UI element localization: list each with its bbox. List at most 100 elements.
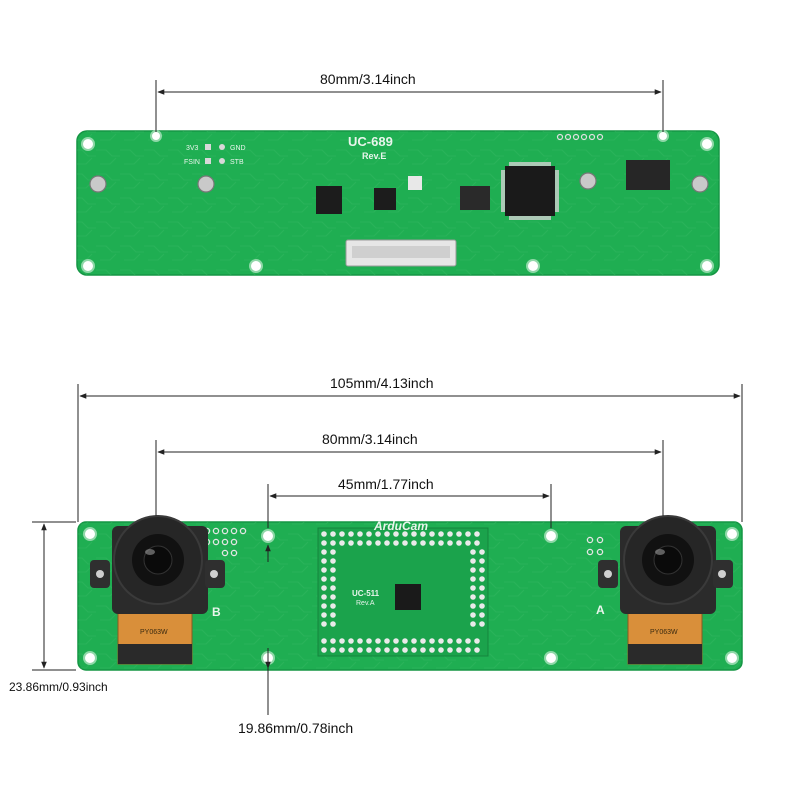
bga-pad [402, 638, 408, 644]
bga-pad [348, 540, 354, 546]
bga-pad [411, 647, 417, 653]
top-small-chips [316, 160, 670, 214]
bga-pad [447, 638, 453, 644]
pin-label-gnd: GND [230, 145, 246, 152]
center-module: UC-511 Rev.A [317, 527, 489, 657]
bga-pad [465, 531, 471, 537]
bga-pad [375, 638, 381, 644]
overall-width-label: 105mm/4.13inch [330, 375, 434, 391]
bga-pad [402, 540, 408, 546]
bga-pad [479, 603, 485, 609]
bga-pad [456, 638, 462, 644]
bga-pad [339, 647, 345, 653]
center-revision-label: Rev.A [356, 600, 375, 607]
bga-pad [474, 638, 480, 644]
bga-pad [447, 540, 453, 546]
bga-pad [474, 647, 480, 653]
bga-pad [321, 567, 327, 573]
bga-pad [420, 638, 426, 644]
bga-pad [429, 540, 435, 546]
bga-pad [339, 638, 345, 644]
bga-pad [429, 531, 435, 537]
lens-spacing-dimension [155, 440, 664, 516]
bga-pad [384, 531, 390, 537]
sensor-label-a: PY063W [650, 629, 678, 636]
bga-pad [470, 621, 476, 627]
bga-pad [357, 531, 363, 537]
bga-pad [420, 647, 426, 653]
camera-a-label: A [596, 603, 605, 617]
bga-pad [438, 531, 444, 537]
top-pcb: UC-689 Rev.E 3V3 GND FSIN STB [76, 130, 720, 276]
board-height-dimension [32, 521, 76, 671]
bga-pad [465, 638, 471, 644]
center-model-label: UC-511 [352, 589, 380, 598]
overall-width-dimension [77, 384, 743, 522]
bga-pad [321, 621, 327, 627]
bga-pad [470, 576, 476, 582]
bga-pad [384, 647, 390, 653]
camera-module-b: PY063W [90, 515, 225, 665]
bga-pad [479, 558, 485, 564]
bga-pad [321, 585, 327, 591]
bga-pad [330, 531, 336, 537]
bga-pad [348, 531, 354, 537]
pin-label-fsin: FSIN [184, 159, 200, 166]
bga-pad [438, 647, 444, 653]
bga-pad [321, 612, 327, 618]
bga-pad [321, 638, 327, 644]
bga-pad [411, 540, 417, 546]
bga-pad [330, 594, 336, 600]
bga-pad [366, 531, 372, 537]
top-main-chip [501, 162, 559, 220]
pin-label-stb: STB [230, 159, 244, 166]
top-mounting-holes [81, 130, 714, 273]
bga-pad [479, 585, 485, 591]
bottom-mounting-holes [83, 527, 739, 665]
top-revision-label: Rev.E [362, 151, 386, 161]
bga-pad [479, 594, 485, 600]
bga-pad [366, 638, 372, 644]
bga-pad [339, 540, 345, 546]
bga-pad [470, 585, 476, 591]
bga-pad [447, 531, 453, 537]
hole-offset-label: 19.86mm/0.78inch [238, 720, 354, 736]
bga-pad [470, 594, 476, 600]
bga-pad [420, 540, 426, 546]
bottom-pcb: UC-511 Rev.A ArduCam B A [77, 519, 743, 671]
bga-pad [357, 647, 363, 653]
bga-pad [465, 647, 471, 653]
center-holes-label: 45mm/1.77inch [338, 476, 434, 492]
bga-pad [321, 594, 327, 600]
center-holes-dimension [267, 484, 552, 528]
bga-pad [339, 531, 345, 537]
bga-pad [321, 531, 327, 537]
top-width-label: 80mm/3.14inch [320, 71, 416, 87]
bga-pad [465, 540, 471, 546]
bga-pad [321, 540, 327, 546]
bga-pad [330, 540, 336, 546]
bga-pad [375, 540, 381, 546]
bga-pad [393, 531, 399, 537]
bga-pad [366, 540, 372, 546]
bga-pad [411, 638, 417, 644]
bga-pad [470, 567, 476, 573]
lens-spacing-label: 80mm/3.14inch [322, 431, 418, 447]
bga-pad [384, 540, 390, 546]
top-header-pads [556, 133, 604, 141]
camera-b-label: B [212, 605, 221, 619]
bga-pad [479, 549, 485, 555]
bga-pad [393, 638, 399, 644]
bga-pad [393, 647, 399, 653]
bga-pad [479, 567, 485, 573]
bga-pad [474, 531, 480, 537]
bga-pad [375, 531, 381, 537]
top-model-label: UC-689 [348, 134, 393, 149]
bga-pad [470, 603, 476, 609]
bga-pad [321, 558, 327, 564]
bga-pad [470, 612, 476, 618]
bga-pad [330, 549, 336, 555]
bga-pad [330, 638, 336, 644]
camera-module-a: PY063W [598, 515, 733, 665]
